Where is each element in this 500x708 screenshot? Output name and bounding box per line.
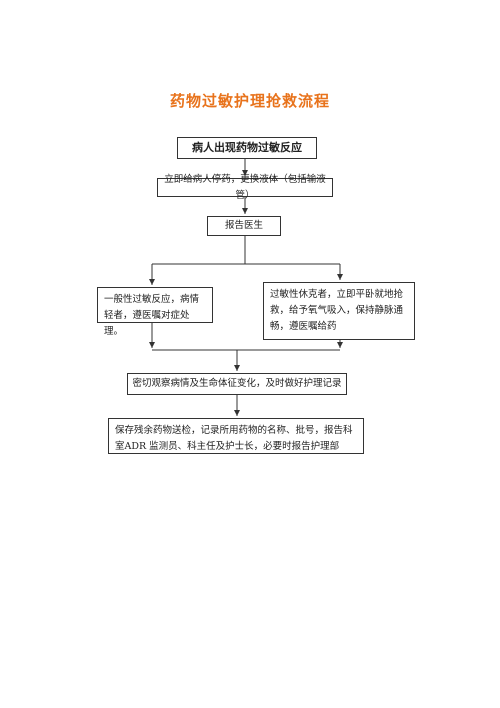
start-text: 病人出现药物过敏反应	[192, 141, 302, 154]
anaphylactic-shock-text: 过敏性休克者，立即平卧就地抢救，给予氧气吸入，保持静脉通畅，遵医嘱给药	[270, 289, 404, 332]
report-doctor-box: 报告医生	[207, 216, 281, 236]
mild-reaction-text: 一般性过敏反应，病情轻者，遵医嘱对症处理。	[104, 294, 200, 337]
mild-reaction-box: 一般性过敏反应，病情轻者，遵医嘱对症处理。	[97, 287, 213, 337]
anaphylactic-shock-box: 过敏性休克者，立即平卧就地抢救，给予氧气吸入，保持静脉通畅，遵医嘱给药	[263, 282, 415, 340]
final-step-text: 保存残余药物送检，记录所用药物的名称、批号，报告科室ADR 监测员、科主任及护士…	[115, 425, 353, 452]
stop-drug-text: 立即给病人停药，更换液体（包括输液管）	[164, 173, 326, 201]
flowchart-title: 药物过敏护理抢救流程	[169, 92, 330, 110]
observe-box: 密切观察病情及生命体征变化，及时做好护理记录	[127, 373, 347, 395]
final-step-box: 保存残余药物送检，记录所用药物的名称、批号，报告科室ADR 监测员、科主任及护士…	[108, 418, 364, 454]
observe-text: 密切观察病情及生命体征变化，及时做好护理记录	[132, 378, 342, 389]
start-box: 病人出现药物过敏反应	[177, 137, 317, 159]
stop-drug-box: 立即给病人停药，更换液体（包括输液管）	[157, 174, 333, 201]
report-doctor-text: 报告医生	[224, 220, 263, 231]
